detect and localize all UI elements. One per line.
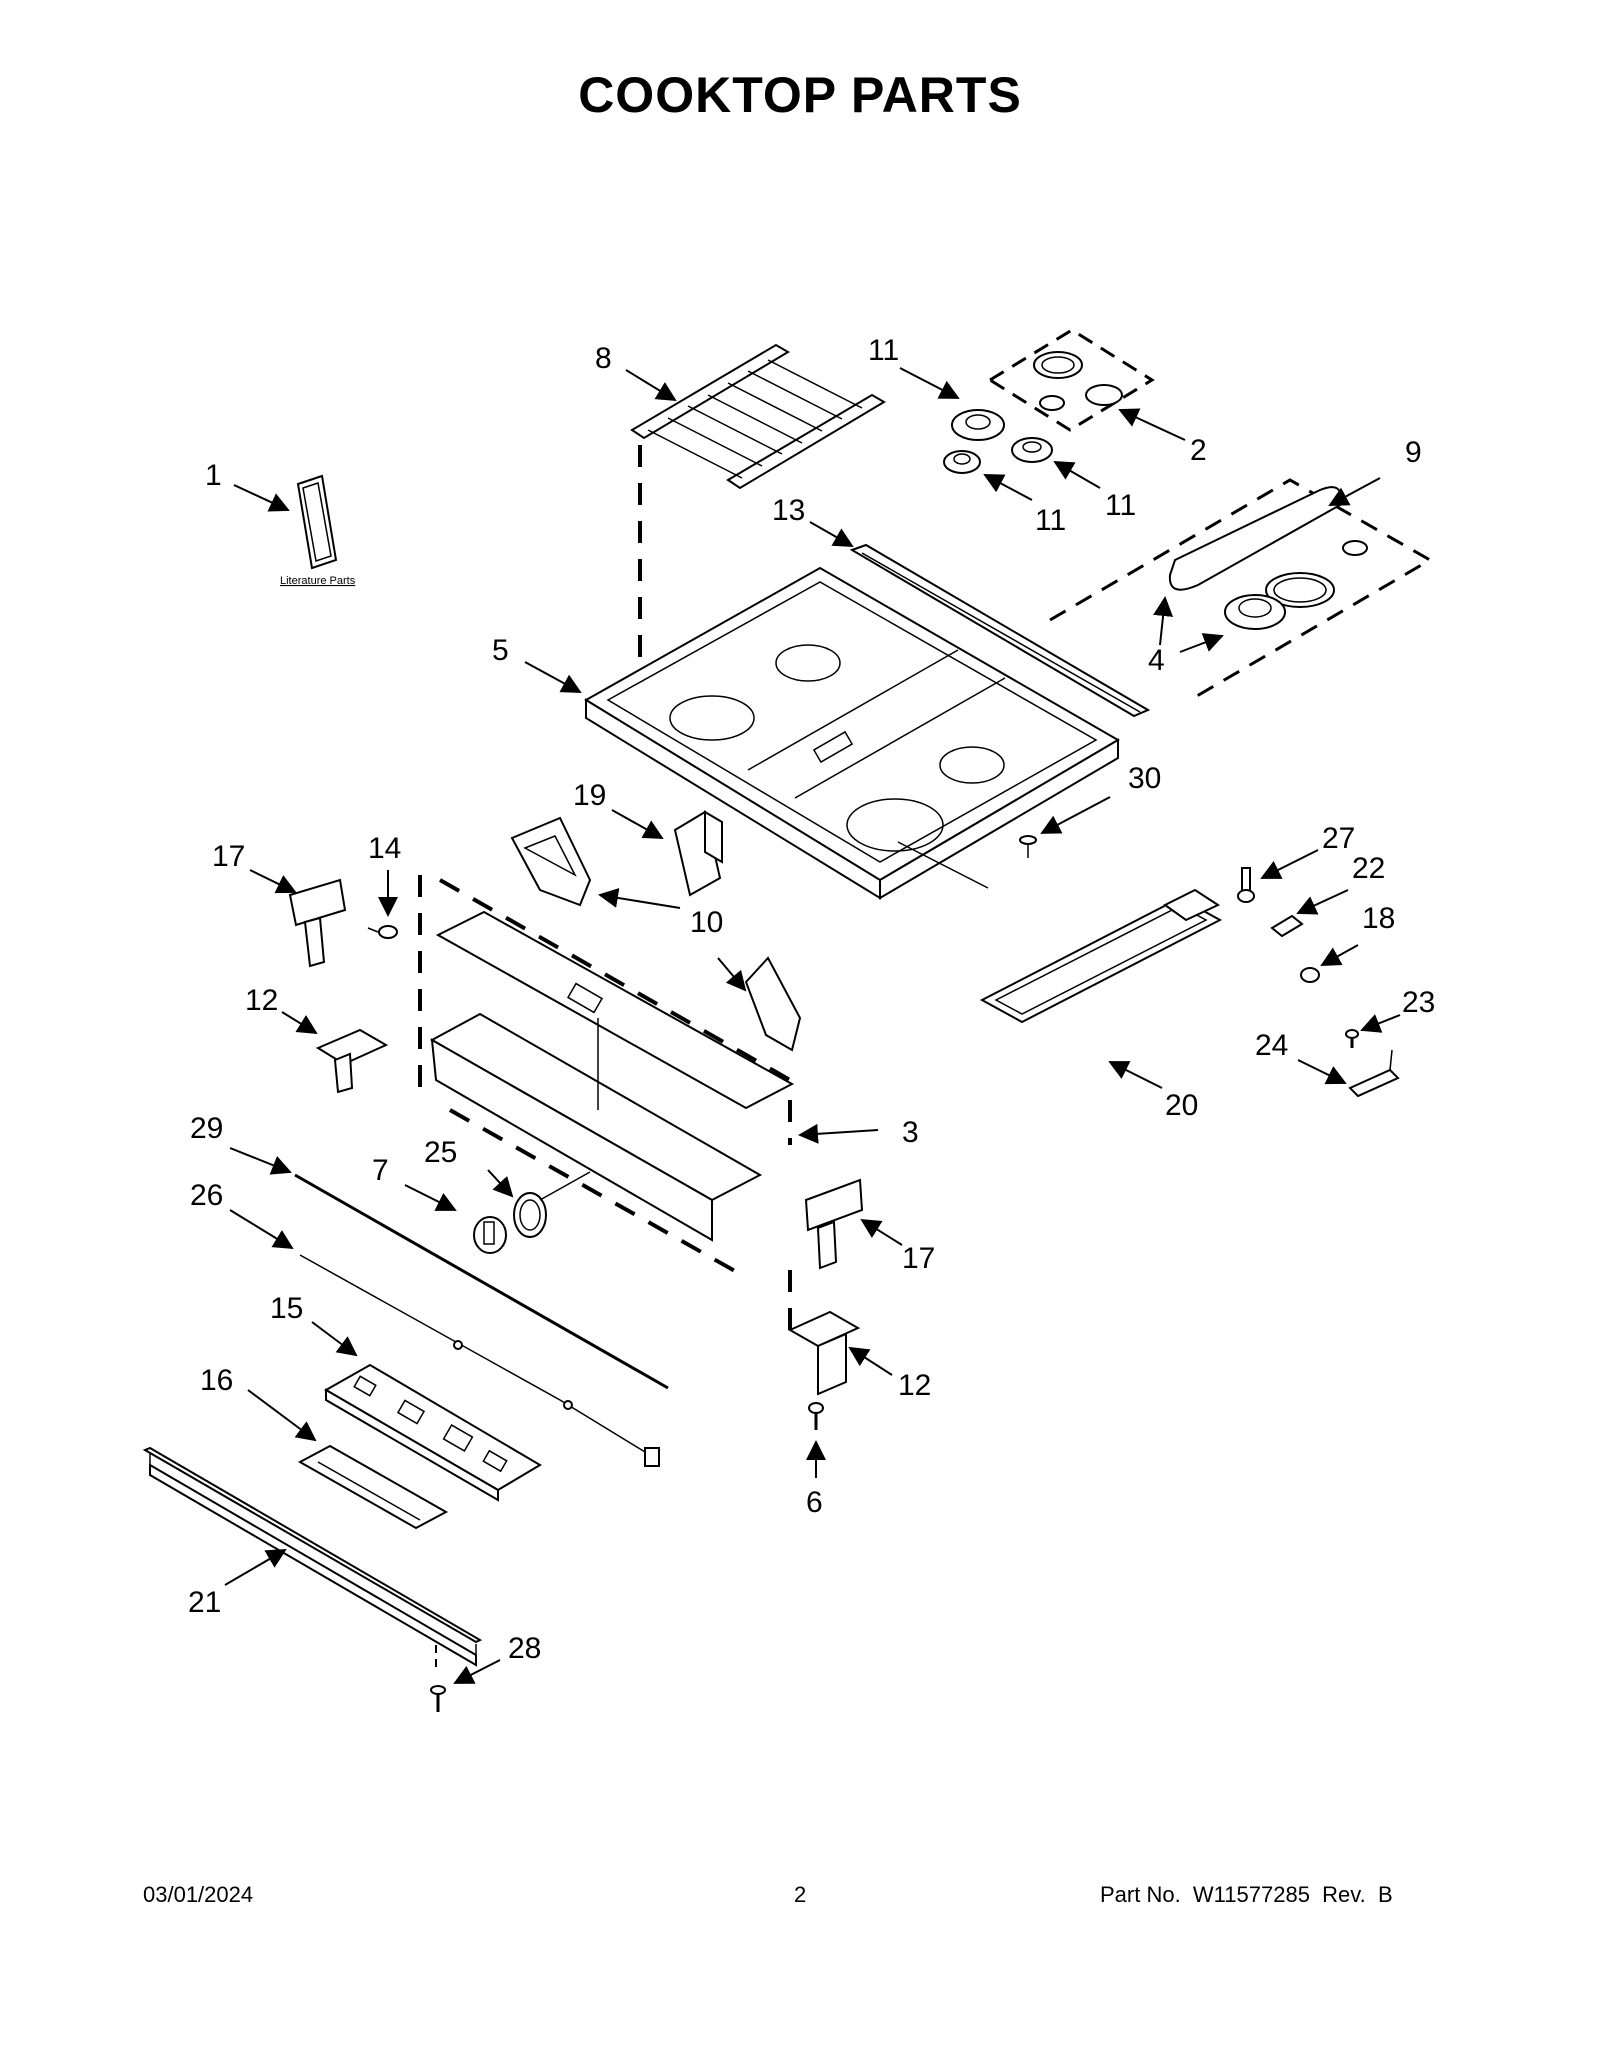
callout-13: 13 [772,494,805,527]
part-12-bracket-left [315,1028,389,1094]
part-3-control-panel [429,910,795,1242]
callout-11-top: 11 [868,334,899,367]
callout-24: 24 [1255,1029,1288,1062]
callout-19: 19 [573,779,606,812]
part-6-screw [808,1402,824,1430]
part-24-bracket [1348,1049,1400,1098]
callout-12-right: 12 [898,1369,931,1402]
callout-26: 26 [190,1179,223,1212]
part-28-screw [430,1685,446,1712]
callout-16: 16 [200,1364,233,1397]
part-25-bezel [513,1192,547,1238]
callout-15: 15 [270,1292,303,1325]
part-13-rear-trim [849,543,1151,718]
callout-3: 3 [902,1116,919,1149]
callout-21: 21 [188,1586,221,1619]
part-2-burner-caps [987,328,1155,432]
part-11-burner-heads [943,409,1053,474]
part-5-cooktop [584,566,1120,900]
callout-17-right: 17 [902,1242,935,1275]
part-9-griddle-kit [1049,478,1433,702]
callout-11-lower: 11 [1035,504,1066,537]
callout-25: 25 [424,1136,457,1169]
callout-10: 10 [690,906,723,939]
part-30-screw [1019,835,1037,858]
part-20-griddle [979,888,1223,1024]
part-8-grate [630,343,886,490]
part-22-clip [1270,914,1304,938]
part-15-control-board [323,1363,542,1502]
footer-page-number: 2 [794,1882,807,1907]
callout-1: 1 [205,459,222,492]
part-27-ignitor [1237,867,1255,903]
callout-18: 18 [1362,902,1395,935]
footer-date: 03/01/2024 [143,1882,254,1907]
part-17-endcap-right [804,1178,864,1270]
callout-9: 9 [1405,436,1422,469]
part-21-lower-trim [142,1446,483,1667]
page-title: COOKTOP PARTS [578,67,1022,123]
callout-23: 23 [1402,986,1435,1019]
footer-part-number: Part No. W11577285 Rev. B [1100,1882,1393,1907]
part-18-grommet [1300,967,1320,983]
callout-5: 5 [492,634,509,667]
part-14-screw [367,925,398,939]
part-17-endcap-left [288,878,347,968]
callout-20: 20 [1165,1089,1198,1122]
callout-2: 2 [1190,434,1207,467]
callout-28: 28 [508,1632,541,1665]
part-4-griddle-burner [1224,594,1286,630]
callout-12-left: 12 [245,984,278,1017]
part-23-screw [1345,1029,1359,1048]
part-1-literature: Literature Parts [280,474,356,587]
literature-parts-label: Literature Parts [280,575,356,587]
callout-4: 4 [1148,644,1165,677]
callout-22: 22 [1352,852,1385,885]
callout-14: 14 [368,832,401,865]
callout-17-left: 17 [212,840,245,873]
callout-11-right: 11 [1105,489,1136,522]
part-12-bracket-right [787,1310,861,1396]
part-16-shield [297,1444,449,1530]
callout-27: 27 [1322,822,1355,855]
part-10-bracket-right [744,956,802,1052]
part-19-bracket [673,810,723,897]
callout-6: 6 [806,1486,823,1519]
part-26-wire-harness [299,1254,660,1467]
part-10-bracket-left [510,816,592,907]
callout-7: 7 [372,1154,389,1187]
part-29-rod [294,1173,669,1390]
callout-29: 29 [190,1112,223,1145]
part-7-knob [473,1216,507,1254]
callout-30: 30 [1128,762,1161,795]
callout-8: 8 [595,342,612,375]
